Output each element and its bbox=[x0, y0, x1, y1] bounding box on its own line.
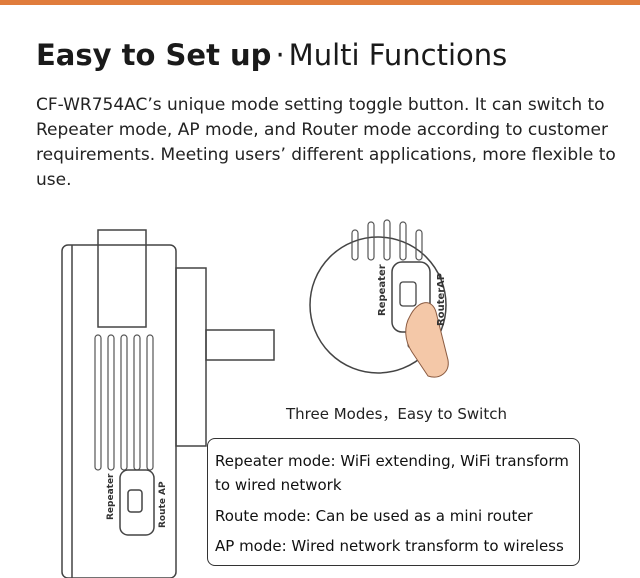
finger-icon bbox=[405, 302, 449, 378]
page-title: Easy to Set up·Multi Functions bbox=[36, 38, 507, 72]
device-illustration: Repeater Route AP Repeater Router AP bbox=[61, 219, 449, 578]
device-label-repeater: Repeater bbox=[106, 473, 116, 520]
device-switch-knob bbox=[127, 489, 143, 513]
caption-three-modes: Three Modes，Easy to Switch bbox=[286, 405, 507, 423]
device-plug bbox=[205, 329, 275, 361]
accent-bar bbox=[0, 0, 640, 5]
zoom-label-router: Router bbox=[436, 288, 447, 326]
zoom-detail: Repeater Router AP bbox=[309, 219, 449, 378]
title-separator: · bbox=[275, 38, 285, 72]
zoom-label-ap: AP bbox=[436, 273, 447, 288]
device-label-route-ap: Route AP bbox=[158, 481, 168, 528]
zoom-label-repeater: Repeater bbox=[377, 264, 388, 316]
title-light: Multi Functions bbox=[288, 38, 508, 72]
mode-ap: AP mode: Wired network transform to wire… bbox=[215, 537, 564, 555]
device-vents bbox=[94, 334, 154, 471]
device-side-panel bbox=[175, 267, 207, 447]
device-antenna bbox=[97, 229, 147, 328]
mode-repeater-line1: Repeater mode: WiFi extending, WiFi tran… bbox=[215, 452, 569, 470]
modes-description-box: Repeater mode: WiFi extending, WiFi tran… bbox=[207, 438, 580, 566]
title-bold: Easy to Set up bbox=[36, 38, 272, 72]
description-text: CF-WR754AC’s unique mode setting toggle … bbox=[36, 95, 616, 190]
mode-repeater-line2: to wired network bbox=[215, 476, 342, 494]
mode-route: Route mode: Can be used as a mini router bbox=[215, 507, 533, 525]
device-mode-switch bbox=[119, 469, 155, 536]
zoom-switch-knob bbox=[399, 281, 417, 307]
repeater-device bbox=[61, 229, 275, 578]
